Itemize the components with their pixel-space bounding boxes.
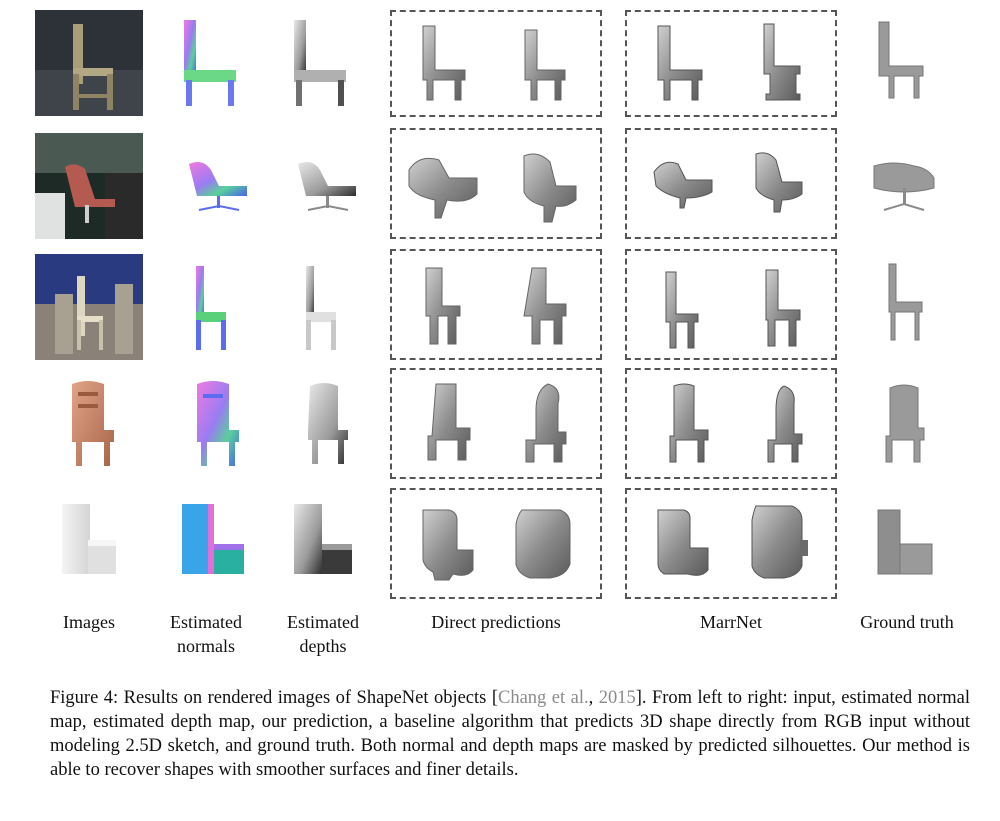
column-label-direct-predictions: Direct predictions [431, 612, 561, 632]
ground-truth-row4 [878, 384, 928, 466]
direct-prediction-2-row1 [515, 28, 575, 104]
figure-caption: Figure 4: Results on rendered images of … [50, 686, 970, 782]
caption-label: Figure 4: [50, 688, 119, 708]
marrnet-box-row4 [625, 368, 837, 479]
column-label-depths-line1: Estimated [287, 612, 359, 632]
ground-truth-row2 [870, 160, 940, 216]
input-image-row3 [35, 254, 143, 360]
direct-prediction-2-row3 [518, 266, 573, 346]
direct-prediction-2-row4 [518, 382, 573, 464]
direct-prediction-1-row2 [405, 150, 480, 220]
depth-map-row1 [290, 18, 352, 108]
citation-link[interactable]: Chang et al. [498, 688, 589, 708]
input-image-row1 [35, 10, 143, 116]
ground-truth-row3 [885, 262, 925, 342]
normal-map-row4 [185, 380, 245, 470]
column-label-estimated-depths: Estimated depths [287, 610, 359, 658]
citation-separator: , [588, 688, 599, 708]
column-label-depths-line2: depths [299, 636, 347, 656]
depth-map-row5 [292, 500, 358, 580]
marrnet-box-row5 [625, 488, 837, 599]
citation-author: Chang et al. [498, 688, 589, 708]
direct-prediction-box-row2 [390, 128, 602, 239]
marrnet-prediction-2-row1 [752, 22, 812, 102]
column-label-normals-line2: normals [176, 636, 235, 656]
direct-prediction-2-row5 [512, 508, 580, 582]
column-label-marrnet: MarrNet [700, 612, 762, 632]
marrnet-box-row2 [625, 128, 837, 239]
marrnet-box-row1 [625, 10, 837, 117]
ground-truth-row5 [874, 506, 938, 580]
input-image-row4 [60, 380, 120, 470]
caption-text-post: ]. From left to right: input, estimated … [50, 688, 970, 780]
caption-text-pre: Results on rendered images of ShapeNet o… [123, 688, 498, 708]
column-label-images: Images [63, 612, 115, 632]
column-label-ground-truth: Ground truth [860, 612, 954, 632]
marrnet-prediction-2-row2 [750, 150, 810, 216]
citation-year-link[interactable]: 2015 [598, 688, 636, 708]
ground-truth-row1 [873, 20, 933, 100]
marrnet-box-row3 [625, 249, 837, 360]
normal-map-row5 [180, 500, 250, 580]
input-image-row5 [60, 500, 120, 580]
normal-map-row3 [192, 264, 232, 352]
direct-prediction-1-row4 [420, 380, 475, 465]
marrnet-prediction-1-row4 [658, 382, 713, 466]
depth-map-row2 [292, 158, 362, 218]
marrnet-prediction-1-row5 [652, 506, 714, 582]
column-label-normals-line1: Estimated [170, 612, 242, 632]
normal-map-row2 [183, 158, 253, 218]
input-image-row2 [35, 133, 143, 239]
column-label-estimated-normals: Estimated normals [170, 610, 242, 658]
marrnet-prediction-1-row2 [650, 156, 715, 216]
direct-prediction-1-row1 [415, 22, 475, 102]
direct-prediction-box-row5 [390, 488, 602, 599]
direct-prediction-box-row4 [390, 368, 602, 479]
marrnet-prediction-2-row4 [758, 384, 808, 464]
marrnet-prediction-1-row3 [662, 270, 702, 350]
direct-prediction-1-row3 [420, 266, 465, 346]
marrnet-prediction-1-row1 [650, 24, 710, 102]
marrnet-prediction-2-row5 [748, 504, 812, 582]
depth-map-row4 [296, 382, 352, 468]
depth-map-row3 [302, 264, 342, 352]
marrnet-prediction-2-row3 [758, 268, 806, 348]
direct-prediction-2-row2 [518, 150, 583, 225]
normal-map-row1 [180, 18, 242, 108]
direct-prediction-box-row1 [390, 10, 602, 117]
direct-prediction-box-row3 [390, 249, 602, 360]
direct-prediction-1-row5 [415, 506, 480, 582]
